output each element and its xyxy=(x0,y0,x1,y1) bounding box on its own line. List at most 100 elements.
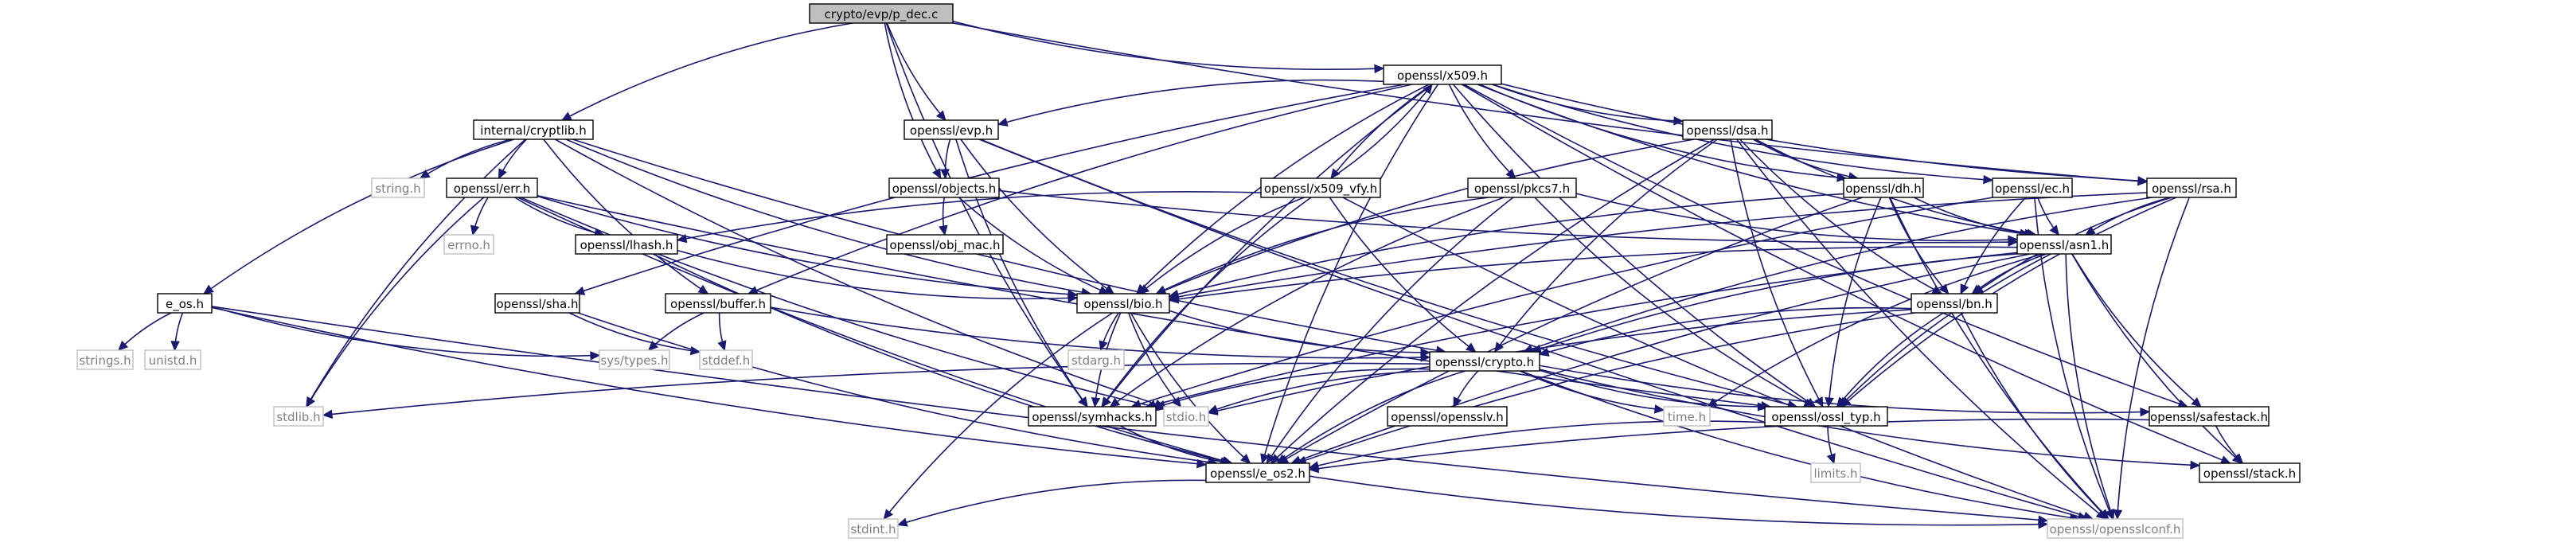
node-x509[interactable]: openssl/x509.h xyxy=(1383,64,1502,85)
node-dh[interactable]: openssl/dh.h xyxy=(1843,178,1924,198)
edge-eos2-to-stdint xyxy=(897,479,1207,526)
node-stddef: stddef.h xyxy=(699,349,753,370)
node-ec[interactable]: openssl/ec.h xyxy=(1992,178,2073,198)
node-dsa[interactable]: openssl/dsa.h xyxy=(1682,119,1773,140)
node-sha[interactable]: openssl/sha.h xyxy=(494,293,580,314)
node-objects-label: openssl/objects.h xyxy=(892,181,997,196)
node-time-label: time.h xyxy=(1668,410,1706,424)
node-time: time.h xyxy=(1663,406,1711,427)
edge-dh-to-bn xyxy=(1888,197,1950,295)
node-rsa[interactable]: openssl/rsa.h xyxy=(2146,178,2237,198)
edge-root-to-evp xyxy=(886,22,946,121)
edge-pkcs7-to-ossltyp xyxy=(1534,197,1814,408)
node-safestack[interactable]: openssl/safestack.h xyxy=(2149,406,2270,427)
node-bn[interactable]: openssl/bn.h xyxy=(1911,293,1998,314)
node-root[interactable]: crypto/evp/p_dec.c xyxy=(809,3,954,24)
edge-pkcs7-to-symhacks xyxy=(1110,197,1505,408)
node-ossltyp[interactable]: openssl/ossl_typ.h xyxy=(1764,406,1888,427)
arrowhead-crypto-to-stack xyxy=(2190,460,2201,470)
edge-pkcs7-to-bio xyxy=(1156,197,1489,295)
node-strings-label: strings.h xyxy=(79,353,131,368)
node-err[interactable]: openssl/err.h xyxy=(446,178,538,198)
node-crypto[interactable]: openssl/crypto.h xyxy=(1429,351,1540,372)
edge-x509-to-dsa xyxy=(1491,84,1684,123)
node-stack[interactable]: openssl/stack.h xyxy=(2199,462,2301,483)
node-stdlib-label: stdlib.h xyxy=(276,410,320,424)
edge-eos-to-strings xyxy=(118,312,172,351)
arrowhead-crypto-to-time xyxy=(1653,404,1665,414)
node-buffer[interactable]: openssl/buffer.h xyxy=(665,293,771,314)
edge-asn1-to-ossltyp xyxy=(1839,253,2051,408)
arrowhead-cryptlib-to-eos xyxy=(203,284,214,295)
arrowhead-x509-to-eos2 xyxy=(1260,453,1270,465)
edge-x509vfy-to-symhacks xyxy=(1101,197,1312,408)
arrowhead-crypto-to-safestack xyxy=(2140,407,2151,417)
node-objects-box xyxy=(888,178,1000,198)
arrowhead-cryptlib-to-string xyxy=(419,169,431,179)
node-dh-label: openssl/dh.h xyxy=(1845,181,1922,196)
edge-x509-to-eos2 xyxy=(1261,84,1439,464)
node-eos[interactable]: e_os.h xyxy=(157,293,213,314)
edge-dsa-to-bn xyxy=(1739,138,1942,295)
arrowhead-crypto-to-symhacks xyxy=(1154,400,1166,409)
arrowhead-bn-to-crypto xyxy=(1538,347,1550,357)
node-bio-label: openssl/bio.h xyxy=(1083,297,1162,311)
node-err-box xyxy=(446,178,538,198)
arrowhead-x509-to-rsa xyxy=(2137,176,2149,185)
arrowhead-pkcs7-to-symhacks xyxy=(1109,397,1121,408)
edge-pkcs7-to-eos2 xyxy=(1266,197,1514,464)
node-ec-box xyxy=(1992,178,2073,198)
node-opensslconf-label: openssl/opensslconf.h xyxy=(2050,522,2181,536)
edge-asn1-to-bio xyxy=(1169,246,2018,302)
node-evp-label: openssl/evp.h xyxy=(910,123,993,138)
node-systypes-box xyxy=(599,349,670,370)
arrowhead-x509-to-ec xyxy=(1983,174,1994,185)
arrowhead-err-to-stdlib xyxy=(306,396,316,408)
node-objects[interactable]: openssl/objects.h xyxy=(888,178,1000,198)
edge-x509-to-symhacks xyxy=(1101,84,1434,408)
node-symhacks[interactable]: openssl/symhacks.h xyxy=(1028,406,1157,427)
node-pkcs7[interactable]: openssl/pkcs7.h xyxy=(1467,178,1577,198)
graph-nodes: crypto/evp/p_dec.c openssl/x509.h internal… xyxy=(76,3,2301,539)
node-root-box xyxy=(809,3,954,24)
edge-x509-to-ec xyxy=(1492,84,1993,181)
node-asn1[interactable]: openssl/asn1.h xyxy=(2016,234,2112,255)
node-stdarg-box xyxy=(1067,349,1125,370)
edge-rsa-to-opensslconf xyxy=(2116,197,2191,520)
node-eos2-label: openssl/e_os2.h xyxy=(1210,466,1306,482)
edge-crypto-to-stack xyxy=(1539,369,2200,466)
node-opensslv[interactable]: openssl/opensslv.h xyxy=(1387,406,1508,427)
edge-dsa-to-eos2 xyxy=(1270,138,1715,464)
edge-rsa-to-bio xyxy=(1169,192,2148,299)
arrowhead-ossltyp-to-limits xyxy=(1826,453,1836,465)
node-string: string.h xyxy=(371,178,425,198)
edge-err-to-bio xyxy=(537,195,1078,296)
node-lhash[interactable]: openssl/lhash.h xyxy=(575,234,678,255)
node-objmac[interactable]: openssl/obj_mac.h xyxy=(886,234,1004,255)
node-lhash-label: openssl/lhash.h xyxy=(580,238,673,252)
edge-objects-to-asn1 xyxy=(998,189,2018,244)
node-ossltyp-label: openssl/ossl_typ.h xyxy=(1771,410,1880,425)
edge-symhacks-to-eos2 xyxy=(1119,425,1230,464)
node-strings-box xyxy=(76,349,134,370)
edge-x509-to-ossltyp xyxy=(1452,84,1816,408)
edge-evp-to-opensslconf xyxy=(978,138,2088,520)
node-systypes-label: sys/types.h xyxy=(600,353,668,368)
node-bio[interactable]: openssl/bio.h xyxy=(1076,293,1170,314)
edge-evp-to-bio xyxy=(960,138,1114,295)
edge-dsa-to-crypto xyxy=(1493,138,1718,353)
node-eos2[interactable]: openssl/e_os2.h xyxy=(1205,462,1310,483)
node-evp[interactable]: openssl/evp.h xyxy=(904,119,999,140)
node-cryptlib[interactable]: internal/cryptlib.h xyxy=(473,119,594,140)
arrowhead-root-to-cryptlib xyxy=(560,111,572,121)
node-unistd-label: unistd.h xyxy=(149,353,197,368)
node-opensslv-label: openssl/opensslv.h xyxy=(1391,410,1504,424)
arrowhead-bio-to-crypto xyxy=(1420,348,1431,357)
node-stdio-label: stdio.h xyxy=(1166,410,1207,424)
node-ossltyp-box xyxy=(1764,406,1888,427)
node-symhacks-box xyxy=(1028,406,1157,427)
edge-rsa-to-crypto xyxy=(1523,197,2153,353)
node-x509vfy[interactable]: openssl/x509_vfy.h xyxy=(1260,178,1381,198)
node-cryptlib-box xyxy=(473,119,594,140)
node-crypto-label: openssl/crypto.h xyxy=(1435,355,1534,369)
